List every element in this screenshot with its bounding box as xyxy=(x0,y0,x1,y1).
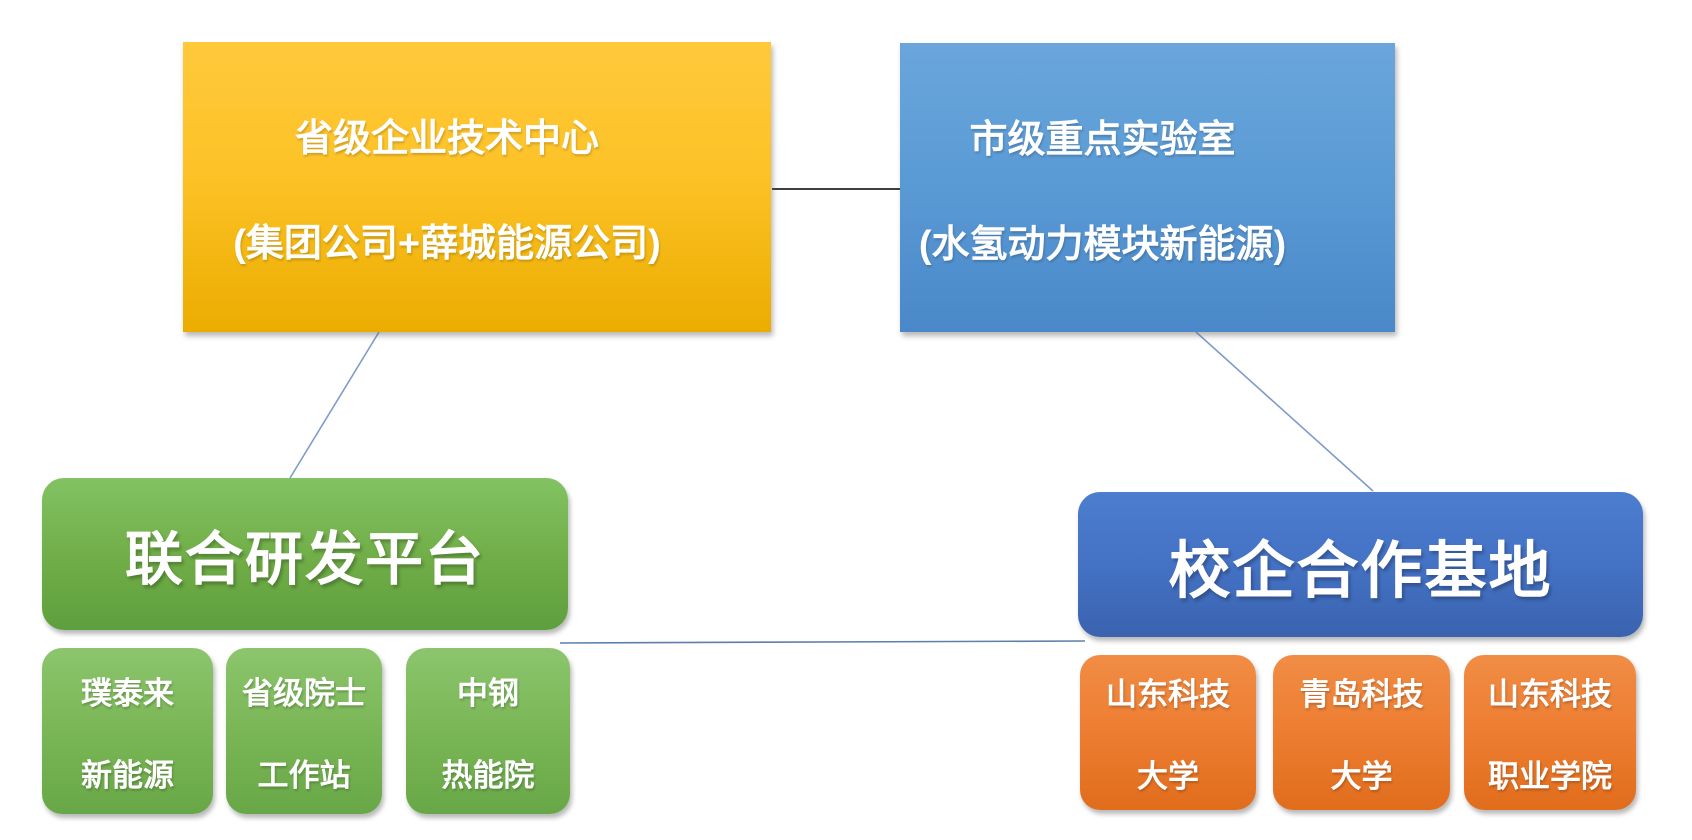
node-school-member-sdust: 山东科技 大学 xyxy=(1080,655,1256,810)
node-city-key-lab: 市级重点实验室 (水氢动力模块新能源) xyxy=(900,43,1395,332)
school-member-line2: 大学 xyxy=(1330,759,1393,794)
node-rd-member-sinosteel: 中钢 热能院 xyxy=(406,648,570,814)
node-rd-member-putailai: 璞泰来 新能源 xyxy=(42,648,213,814)
rd-member-line2: 工作站 xyxy=(257,757,351,793)
node-rd-member-academician-station: 省级院士 工作站 xyxy=(226,648,382,814)
school-member-line1: 山东科技 xyxy=(1106,677,1230,712)
tech-center-title: 省级企业技术中心 xyxy=(294,118,599,160)
node-provincial-tech-center: 省级企业技术中心 (集团公司+薛城能源公司) xyxy=(183,42,771,332)
connector-keylab-schoolbase xyxy=(1195,331,1374,492)
rd-member-line1: 中钢 xyxy=(457,675,519,711)
key-lab-title: 市级重点实验室 xyxy=(969,118,1236,161)
rd-member-line1: 省级院士 xyxy=(242,675,366,711)
node-school-enterprise-base: 校企合作基地 xyxy=(1078,492,1643,637)
tech-center-subtitle: (集团公司+薛城能源公司) xyxy=(233,223,661,265)
school-member-line2: 职业学院 xyxy=(1488,759,1612,794)
school-member-line1: 青岛科技 xyxy=(1299,677,1424,712)
school-member-line2: 大学 xyxy=(1137,759,1199,794)
rd-platform-label: 联合研发平台 xyxy=(124,527,485,592)
node-school-member-qust: 青岛科技 大学 xyxy=(1273,655,1450,810)
connector-rdplatform-schoolbase xyxy=(559,640,1086,644)
school-member-line1: 山东科技 xyxy=(1488,677,1612,712)
node-joint-rd-platform: 联合研发平台 xyxy=(42,478,568,630)
school-base-label: 校企合作基地 xyxy=(1168,536,1553,606)
rd-member-line1: 璞泰来 xyxy=(81,675,174,711)
rd-member-line2: 热能院 xyxy=(441,757,535,793)
node-school-member-sd-vocational: 山东科技 职业学院 xyxy=(1464,655,1636,810)
connector-techcenter-rdplatform xyxy=(289,331,380,479)
rd-member-line2: 新能源 xyxy=(81,757,174,793)
key-lab-subtitle: (水氢动力模块新能源) xyxy=(918,223,1287,266)
